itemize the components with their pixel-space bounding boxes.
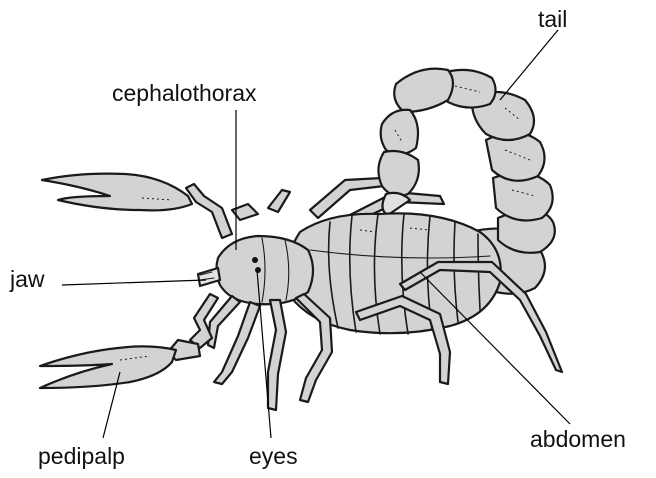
- label-jaw: jaw: [10, 268, 45, 291]
- label-pedipalp: pedipalp: [38, 445, 125, 468]
- jaw-leader: [62, 280, 206, 285]
- label-tail: tail: [538, 8, 567, 31]
- tail-leader: [500, 30, 558, 100]
- jaw-parts: [198, 268, 220, 286]
- label-abdomen: abdomen: [530, 428, 626, 451]
- pedipalp-lower: [40, 294, 218, 388]
- label-cephalothorax: cephalothorax: [112, 82, 257, 105]
- cephalothorax-body: [216, 236, 313, 304]
- label-eyes: eyes: [249, 445, 298, 468]
- pedipalp-upper: [42, 174, 232, 238]
